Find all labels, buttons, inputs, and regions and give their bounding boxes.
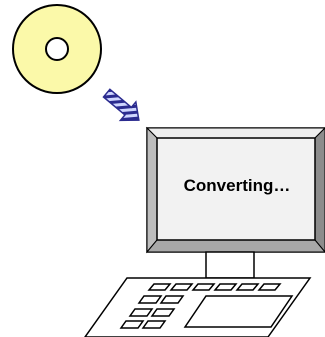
keyboard-icon — [85, 278, 310, 337]
cd-disc-icon — [13, 5, 101, 93]
striped-transfer-arrow-icon — [99, 84, 147, 129]
converting-status-text: Converting… — [160, 168, 314, 204]
monitor-stand — [206, 252, 254, 278]
